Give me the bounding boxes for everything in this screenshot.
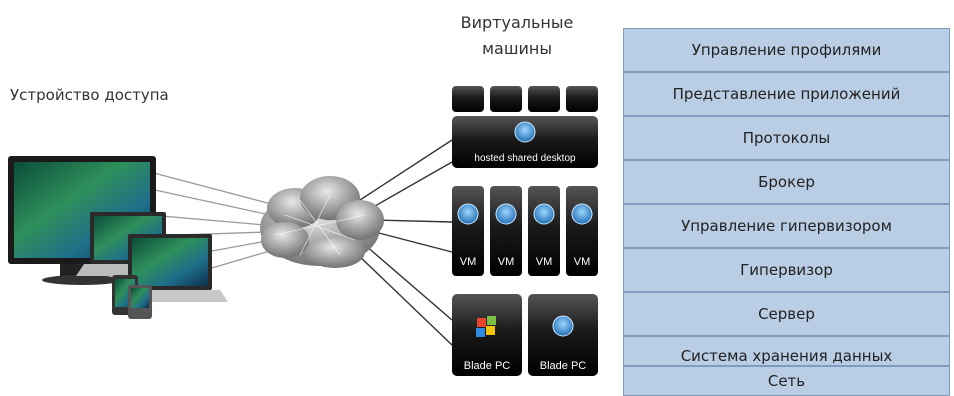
vm-links: [354, 139, 453, 346]
windows-xp-logo-icon: [476, 316, 496, 337]
layer-server: Сервер: [623, 292, 950, 336]
hosted-shared-desktop-text: hosted shared desktop: [474, 153, 576, 164]
virtual-machines-label-line2: машины: [481, 39, 552, 58]
windows-logo-icon: [457, 203, 479, 225]
hosted-shared-desktop-group: hosted shared desktop: [452, 86, 598, 168]
vm-group: VM VM VM VM: [452, 186, 598, 276]
network-cloud-icon: [260, 176, 384, 268]
virtual-machines-label-line1: Виртуальные: [460, 13, 574, 32]
windows-logo-icon: [552, 315, 574, 337]
blade-pc-label: Blade PC: [540, 360, 587, 372]
layer-broker: Брокер: [623, 160, 950, 204]
layer-hypervisor: Гипервизор: [623, 248, 950, 292]
virtual-machines-label: Виртуальные машины: [442, 10, 592, 62]
layer-protocols: Протоколы: [623, 116, 950, 160]
layer-hypervisor-management: Управление гипервизором: [623, 204, 950, 248]
windows-logo-icon: [571, 203, 593, 225]
layer-app-presentation: Представление приложений: [623, 72, 950, 116]
device-links: [149, 171, 281, 271]
pda-icon: [128, 285, 152, 319]
blade-pc-group: Blade PC Blade PC: [452, 294, 598, 376]
windows-logo-icon: [495, 203, 517, 225]
vm-label: VM: [460, 256, 477, 268]
vm-label: VM: [574, 256, 591, 268]
vm-label: VM: [498, 256, 515, 268]
layer-network: Сеть: [623, 366, 950, 396]
windows-logo-icon: [514, 121, 536, 143]
blade-pc-label: Blade PC: [464, 360, 511, 372]
vm-label: VM: [536, 256, 553, 268]
windows-logo-icon: [533, 203, 555, 225]
layer-profile-management: Управление профилями: [623, 28, 950, 72]
layer-storage: Система хранения данных: [623, 336, 950, 366]
access-devices-label: Устройство доступа: [10, 86, 169, 104]
